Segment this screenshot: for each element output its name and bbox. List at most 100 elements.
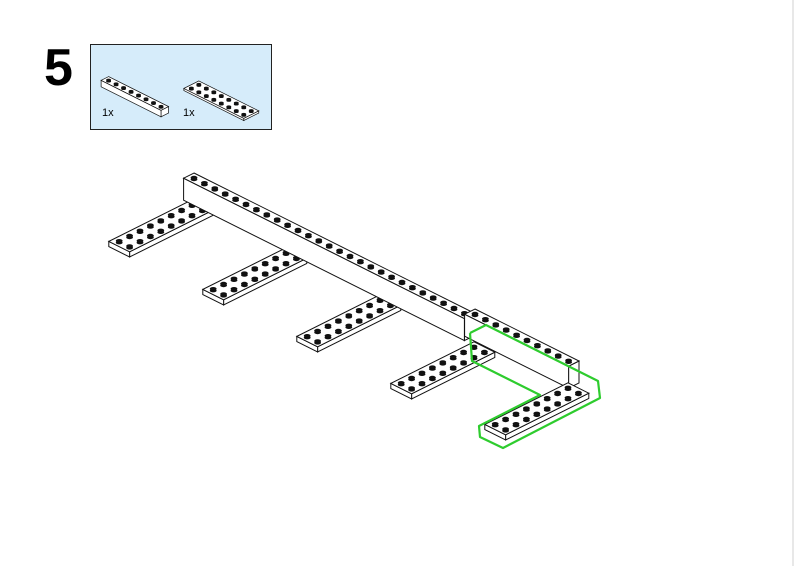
stud [449, 355, 457, 359]
stud [346, 253, 354, 258]
stud [450, 305, 458, 310]
stud [512, 422, 520, 426]
plate-1-top-face [107, 199, 214, 253]
stud [230, 276, 238, 281]
stud [115, 239, 123, 243]
stud [273, 217, 281, 221]
long-brick [182, 172, 476, 342]
plate-2 [201, 247, 308, 306]
stud [263, 212, 271, 216]
existing-plates [107, 199, 496, 400]
stud [418, 370, 426, 375]
stud [157, 218, 165, 222]
stud [429, 375, 436, 380]
stud [565, 358, 572, 363]
long-brick-studs [190, 175, 468, 317]
stud [377, 269, 385, 274]
brick-1x8-shape-studs [106, 78, 164, 109]
stud [543, 406, 551, 411]
stud [167, 213, 175, 217]
stud [209, 287, 217, 291]
stud [575, 390, 582, 395]
stud [233, 109, 239, 112]
new-plate-2x8 [483, 382, 590, 441]
stud [136, 93, 141, 97]
stud [196, 90, 202, 94]
stud [305, 233, 312, 237]
stud [196, 82, 202, 86]
stud [253, 207, 260, 211]
plate-3 [295, 294, 402, 353]
plate-4 [389, 341, 496, 400]
stud [409, 285, 416, 289]
stud [284, 222, 291, 227]
stud [113, 82, 119, 85]
stud [203, 86, 209, 90]
stud [335, 328, 342, 333]
stud [251, 266, 259, 270]
stud [564, 396, 572, 400]
stud [481, 349, 488, 354]
stud [147, 223, 154, 227]
stud [502, 416, 509, 421]
stud [226, 97, 232, 101]
stud [440, 300, 447, 305]
stud [261, 271, 269, 276]
stud [460, 349, 467, 354]
stud [523, 416, 530, 421]
stud [167, 223, 175, 227]
stud [315, 238, 323, 242]
new-brick-1x8-studs [471, 311, 572, 365]
stud [491, 422, 499, 426]
stud [523, 337, 531, 342]
stud [272, 266, 279, 270]
plate-2-studs [209, 250, 300, 298]
stud [336, 248, 343, 253]
parts-list-drawing [100, 76, 260, 122]
plate-2x8-shape-studs [188, 82, 254, 117]
stud [492, 322, 500, 326]
stud [470, 344, 478, 349]
stud [543, 396, 551, 400]
stud [242, 201, 250, 206]
stud [544, 348, 552, 352]
stud [439, 360, 447, 364]
stud [335, 318, 342, 323]
stud [188, 213, 196, 217]
stud [220, 281, 228, 286]
plate-2x8-shape [183, 80, 260, 122]
stud [554, 353, 562, 358]
stud [233, 101, 239, 105]
new-plate-2x8-studs [491, 385, 582, 433]
stud [226, 105, 232, 108]
stud [355, 308, 363, 312]
stud [211, 97, 217, 101]
page-edge-rule [792, 0, 794, 566]
stud [419, 290, 427, 294]
stud [241, 112, 247, 116]
stud [241, 271, 248, 276]
stud [230, 287, 238, 291]
stud [248, 109, 254, 112]
stud [232, 196, 240, 201]
stud [355, 318, 363, 323]
stud [482, 317, 489, 321]
stud [408, 375, 415, 380]
stud [157, 228, 165, 233]
part-quantity-plate: 1x [183, 107, 195, 119]
stud [241, 281, 248, 286]
stud [449, 365, 457, 370]
stud [502, 327, 510, 332]
stud [126, 244, 133, 248]
stud [554, 390, 561, 395]
new-parts-highlighted [463, 308, 602, 450]
brick-1x8-shape [100, 76, 170, 118]
stud [241, 105, 247, 108]
stud [512, 411, 520, 416]
stud [190, 175, 198, 180]
parts-list-callout: 1x 1x [90, 44, 272, 130]
stud [418, 381, 426, 385]
stud [554, 401, 561, 405]
stud [429, 295, 437, 300]
stud [136, 228, 144, 233]
